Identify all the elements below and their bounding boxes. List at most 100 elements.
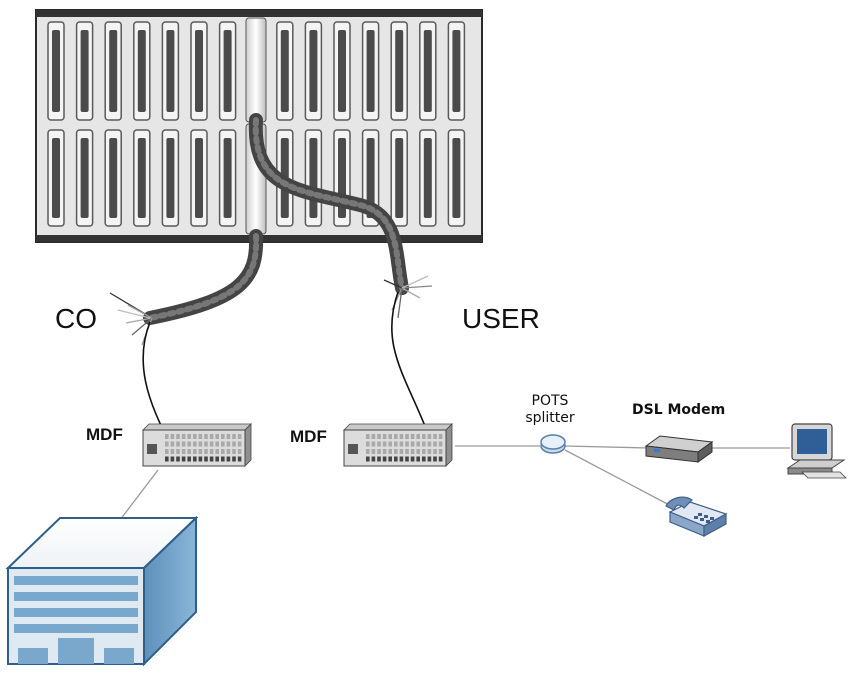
mdf-terminal: [422, 449, 426, 454]
mdf-terminal: [410, 449, 415, 454]
mdf-terminal: [193, 456, 197, 462]
mdf-terminal: [388, 449, 392, 454]
panel-connector-socket: [195, 30, 203, 112]
mdf-terminal: [232, 441, 236, 447]
mdf-terminal: [388, 434, 392, 439]
mdf-terminal: [215, 434, 219, 439]
mdf-terminal: [410, 441, 415, 447]
patch-cable: [143, 113, 409, 325]
mdf-terminal: [388, 456, 392, 462]
mdf-terminal: [193, 449, 197, 454]
mdf-terminal: [394, 456, 398, 462]
panel-connector-socket: [366, 30, 375, 112]
mdf-terminal: [422, 456, 426, 462]
mdf-terminal: [204, 449, 208, 454]
mdf-terminal: [176, 449, 180, 454]
mdf-terminal: [433, 441, 437, 447]
mdf-terminal: [438, 449, 443, 454]
panel-connector-socket: [109, 138, 118, 218]
co-label: CO: [55, 303, 97, 334]
mdf-terminal: [165, 449, 169, 454]
mdf-terminal: [187, 449, 191, 454]
mdf-terminal: [371, 449, 376, 454]
mdf-terminal: [377, 434, 381, 439]
mdf-terminal: [427, 449, 432, 454]
mdf-terminal: [209, 449, 214, 454]
panel-connector-socket: [109, 30, 118, 112]
pots-label-line1: POTS: [531, 393, 569, 409]
mdf-terminal: [181, 449, 186, 454]
panel-connector-socket: [309, 138, 318, 218]
mdf-terminal: [221, 441, 225, 447]
mdf-terminal: [221, 434, 225, 439]
mdf-terminal: [427, 456, 432, 462]
mdf-terminal: [399, 449, 404, 454]
mdf-label-right: MDF: [290, 427, 327, 446]
splitter-icon: [540, 434, 566, 454]
mdf-terminal: [399, 434, 404, 439]
dsl-modem-label: DSL Modem: [632, 402, 726, 418]
mdf-terminal: [410, 434, 415, 439]
mdf-terminal: [438, 441, 443, 447]
mdf-terminal: [165, 441, 169, 447]
panel-connector-socket: [195, 138, 203, 218]
mdf-terminal: [237, 449, 242, 454]
mdf-terminal: [405, 434, 409, 439]
panel-connector-socket: [80, 30, 89, 112]
mdf-terminal: [371, 456, 376, 462]
mdf-terminal: [226, 449, 231, 454]
panel-connector-socket: [452, 138, 461, 218]
panel-connector-socket: [52, 30, 60, 112]
panel-connector-socket: [80, 138, 89, 218]
mdf-terminal: [187, 456, 191, 462]
mdf-terminal: [438, 434, 443, 439]
mdf-terminal: [226, 456, 231, 462]
mdf-terminal: [366, 449, 370, 454]
mdf-terminal: [170, 449, 175, 454]
mdf-terminal: [209, 456, 214, 462]
mdf-terminal: [198, 434, 203, 439]
panel-connector-socket: [223, 138, 232, 218]
mdf-terminal: [371, 434, 376, 439]
computer-icon: [786, 423, 847, 479]
panel-connector-socket: [338, 30, 346, 112]
mdf-terminal: [416, 441, 420, 447]
mdf-terminal: [438, 456, 443, 462]
mdf-terminal: [399, 456, 404, 462]
mdf-terminal: [377, 456, 381, 462]
mdf-terminal: [394, 434, 398, 439]
mdf-terminal: [181, 441, 186, 447]
mdf-terminal: [427, 434, 432, 439]
mdf-terminal: [181, 456, 186, 462]
mdf-terminal: [371, 441, 376, 447]
panel-connector-socket: [137, 30, 146, 112]
mdf-terminal: [433, 449, 437, 454]
mdf-terminal: [416, 449, 420, 454]
mdf-terminal: [187, 434, 191, 439]
user-label: USER: [462, 303, 540, 334]
mdf-terminal: [237, 456, 242, 462]
mdf-terminal: [422, 441, 426, 447]
panel-connector-socket: [423, 30, 432, 112]
mdf-terminal: [221, 456, 225, 462]
mdf-terminal: [198, 441, 203, 447]
mdf-terminal: [366, 434, 370, 439]
mdf-terminal: [170, 456, 175, 462]
mdf-terminal: [204, 441, 208, 447]
panel-connector-socket: [166, 30, 175, 112]
mdf-terminal: [433, 434, 437, 439]
mdf-terminal: [433, 456, 437, 462]
panel-connector-socket: [423, 138, 432, 218]
mdf-terminal: [193, 434, 197, 439]
mdf-terminal: [215, 456, 219, 462]
modem-icon: [644, 435, 714, 463]
mdf-terminal: [427, 441, 432, 447]
panel-connector-socket: [166, 138, 175, 218]
panel-connector-socket: [280, 30, 289, 112]
mdf-terminal: [193, 441, 197, 447]
panel-connector-socket: [395, 138, 404, 218]
panel-connector-socket: [223, 30, 232, 112]
mdf-terminal: [382, 449, 387, 454]
mdf-terminal: [405, 441, 409, 447]
